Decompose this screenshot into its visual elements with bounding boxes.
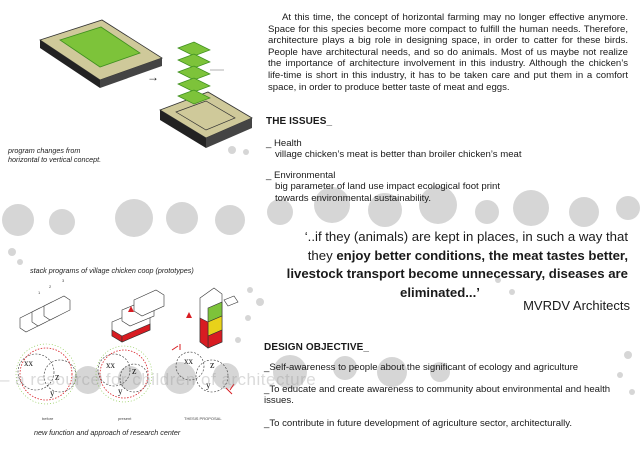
mvrdv-quote: ‘..if they (animals) are kept in places,… [232,228,628,302]
objective-item-2: _To educate and create awareness to comm… [264,384,611,407]
x-glyph: x [110,360,116,370]
issue-environmental-line2: towards environmental sustainability. [275,192,432,204]
horizontal-plot-block [39,19,163,88]
label-z-present: z [132,366,137,377]
issue-environmental-line1: big parameter of land use impact ecologi… [275,181,501,193]
label-xx-before: xx [24,358,33,368]
coop-prototypes-diagram [19,287,239,349]
objective-item-3: _To contribute in future development of … [264,418,573,429]
label-z-before: z [55,372,60,383]
label-xx-thesis: xx [184,356,193,366]
vertical-plot-block [159,41,253,148]
horizontal-vertical-diagram [39,19,253,148]
quote-line1: ‘..if they (animals) are kept in places,… [304,229,628,244]
quote-author: MVRDV Architects [523,298,630,313]
quote-line4: eliminated...’ [400,284,480,300]
research-caption: new function and approach of research ce… [34,428,181,437]
label-y-thesis: y [206,380,211,390]
quote-line2-bold: enjoy better conditions, the meat tastes… [336,247,628,263]
objective-heading: DESIGN OBJECTIVE_ [264,342,370,353]
program-caption: program changes from horizontal to verti… [8,146,138,164]
quote-line3: livestock transport become unnecessary, … [286,266,628,281]
x-glyph: x [188,356,194,366]
program-caption-line2: horizontal to vertical concept. [8,155,102,164]
intro-paragraph: At this time, the concept of horizontal … [268,12,628,93]
prototype-vertical-tower [199,287,239,349]
quote-line2-plain: they [307,247,337,263]
stack-caption: stack programs of village chicken coop (… [30,266,194,275]
label-z-thesis: z [210,360,215,371]
issue-health-title: _ Health [266,138,302,149]
issue-health: _ Health village chicken’s meat is bette… [266,138,626,161]
label-xx-present: xx [106,360,115,370]
quote-line2: they enjoy better conditions, the meat t… [232,247,628,266]
label-n3: 3 [62,278,65,283]
x-glyph: x [24,358,29,368]
research-center-diagram [15,343,235,405]
label-n1: 1 [38,290,41,295]
prototype-stacked-red [111,289,165,343]
label-y-present: y [118,386,123,396]
watermark: – a resource for children of architectur… [0,370,317,389]
prototype-horizontal [19,295,71,333]
objective-item-1: _Self-awareness to people about the sign… [264,362,579,373]
label-before: before [42,416,54,421]
label-y-before: y [50,388,55,398]
issue-health-line: village chicken’s meat is better than br… [275,149,522,161]
x-glyph: x [106,360,111,370]
x-glyph: x [184,356,189,366]
issue-environmental-title: _ Environmental [266,170,336,181]
program-caption-line1: program changes from [8,146,81,155]
issue-environmental: _ Environmental big parameter of land us… [266,170,626,204]
issues-heading: THE ISSUES_ [266,116,333,127]
label-present: present [118,416,132,421]
label-thesis-proposal: THESIS PROPOSAL [184,416,222,421]
arrow-label: → [147,70,159,84]
label-n2: 2 [49,284,52,289]
x-glyph: x [28,358,34,368]
